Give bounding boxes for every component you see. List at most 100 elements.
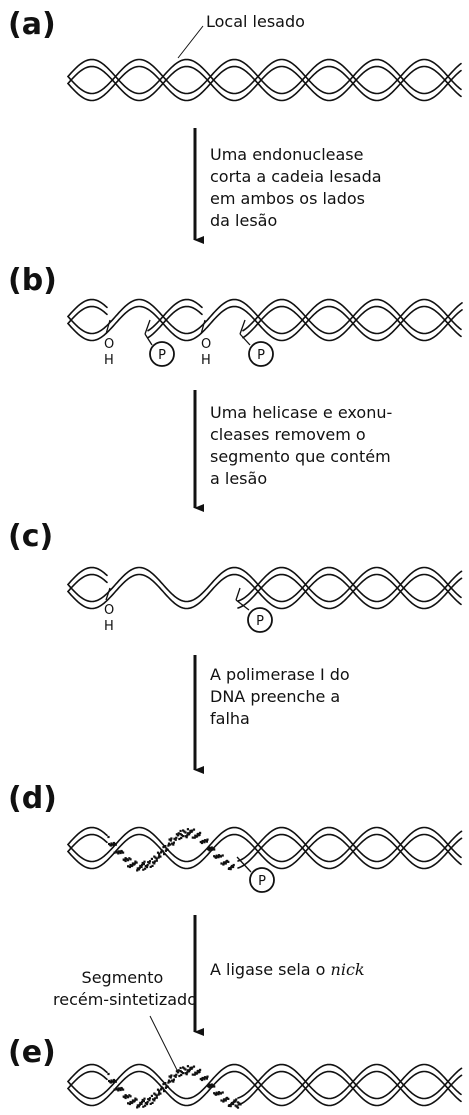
new-nucleotide-dot (165, 1084, 168, 1087)
new-nucleotide-dot (208, 849, 211, 852)
strand-intact (67, 566, 462, 610)
strand-intact (67, 298, 462, 342)
hydroxyl-o-3: O (104, 603, 114, 618)
new-nucleotide-dot (117, 852, 120, 855)
new-nucleotide-dot (169, 839, 172, 842)
new-nucleotide-dot (150, 1094, 153, 1097)
strand-damaged (147, 298, 203, 339)
new-nucleotide-dot (117, 1089, 120, 1092)
new-nucleotide-dot (224, 862, 227, 865)
new-nucleotide-dot (125, 1095, 128, 1098)
new-nucleotide-dot (193, 1073, 196, 1076)
new-nucleotide-dot (222, 863, 225, 866)
new-nucleotide-dot (177, 832, 180, 835)
new-nucleotide-dot (184, 831, 187, 834)
new-nucleotide-dot (191, 1073, 194, 1076)
new-nucleotide-dot (142, 1099, 145, 1103)
new-nucleotide-dot (223, 1098, 226, 1101)
strand-damaged (237, 826, 463, 870)
dna-helix-filled (67, 826, 463, 870)
new-nucleotide-dot (183, 830, 186, 833)
phosphate-bond-1 (144, 333, 153, 346)
phosphate-label-1: P (158, 348, 166, 363)
new-nucleotide-dot (197, 832, 200, 835)
callout-line-new-segment (149, 1015, 179, 1073)
new-nucleotide-dot (133, 862, 136, 865)
new-nucleotide-dot (164, 849, 167, 852)
new-nucleotide-dot (186, 828, 189, 831)
new-nucleotide-dot (162, 846, 165, 849)
new-nucleotide-dot (207, 1085, 210, 1088)
new-nucleotide-dot (188, 1068, 191, 1071)
new-nucleotide-dot (139, 864, 142, 867)
new-nucleotide-dot (110, 1079, 113, 1082)
new-nucleotide-dot (144, 1104, 147, 1107)
phosphate-label-4: P (258, 874, 266, 889)
new-nucleotide-dot (220, 1099, 223, 1102)
new-nucleotide-dot (206, 838, 209, 841)
new-nucleotide-dot (165, 847, 168, 850)
new-nucleotide-dot (125, 858, 128, 861)
hydroxyl-h-1: H (104, 353, 114, 368)
newly-synthesized-strand-e (107, 1065, 242, 1109)
new-nucleotide-dot (222, 1100, 225, 1103)
new-nucleotide-dot (194, 1071, 197, 1074)
new-nucleotide-dot (128, 857, 131, 860)
dna-helix-repaired (67, 1063, 463, 1107)
new-nucleotide-dot (189, 1066, 192, 1069)
new-nucleotide-dot (180, 1073, 183, 1077)
new-nucleotide-dot (183, 1067, 186, 1070)
new-nucleotide-dot (198, 833, 201, 836)
new-nucleotide-dot (136, 869, 139, 872)
new-nucleotide-dot (185, 1073, 188, 1076)
new-nucleotide-dot (202, 840, 205, 843)
new-nucleotide-dot (218, 1091, 221, 1094)
new-nucleotide-dot (122, 1088, 125, 1091)
new-nucleotide-dot (235, 1105, 238, 1108)
new-nucleotide-dot (188, 833, 191, 836)
new-nucleotide-dot (161, 850, 164, 853)
new-nucleotide-dot (136, 1104, 139, 1107)
new-nucleotide-dot (128, 1102, 131, 1106)
new-nucleotide-dot (199, 840, 202, 844)
strand-damaged (67, 298, 108, 325)
new-nucleotide-dot (124, 859, 127, 863)
new-nucleotide-dot (129, 1100, 132, 1104)
new-nucleotide-dot (152, 861, 155, 864)
new-nucleotide-dot (174, 1075, 177, 1078)
new-nucleotide-dot (175, 1070, 178, 1073)
strand-damaged (242, 298, 463, 342)
panel-label-b: (b) (8, 263, 57, 298)
new-nucleotide-dot (139, 1101, 142, 1104)
new-nucleotide-dot (192, 828, 196, 831)
new-nucleotide-dot (190, 830, 193, 833)
new-nucleotide-dot (210, 1085, 213, 1088)
new-nucleotide-dot (157, 856, 160, 859)
new-nucleotide-dot (226, 859, 229, 862)
new-nucleotide-dot (179, 1070, 182, 1073)
new-nucleotide-dot (178, 837, 181, 841)
new-nucleotide-dot (189, 829, 192, 832)
new-nucleotide-dot (203, 841, 206, 844)
phosphate-bond-4 (236, 856, 252, 873)
strand-damaged (67, 1063, 108, 1090)
new-nucleotide-dot (208, 1083, 211, 1086)
new-nucleotide-dot (215, 1093, 218, 1096)
new-nucleotide-dot (221, 854, 224, 857)
new-segment-label: Segmento recém-sintetizado (53, 968, 197, 1009)
new-nucleotide-dot (229, 868, 232, 871)
new-nucleotide-dot (155, 857, 158, 860)
new-nucleotide-dot (137, 1105, 141, 1108)
new-nucleotide-dot (167, 1081, 170, 1084)
new-nucleotide-dot (164, 1086, 167, 1089)
new-nucleotide-dot (141, 863, 144, 867)
new-nucleotide-dot (180, 1071, 183, 1074)
new-nucleotide-dot (127, 1102, 130, 1105)
new-nucleotide-dot (196, 1072, 199, 1075)
new-nucleotide-dot (178, 1074, 181, 1078)
new-nucleotide-dot (131, 1099, 134, 1102)
phosphate-label-2: P (257, 348, 265, 363)
new-nucleotide-dot (153, 1097, 156, 1100)
panel-label-a: (a) (8, 7, 56, 42)
new-nucleotide-dot (141, 861, 144, 865)
